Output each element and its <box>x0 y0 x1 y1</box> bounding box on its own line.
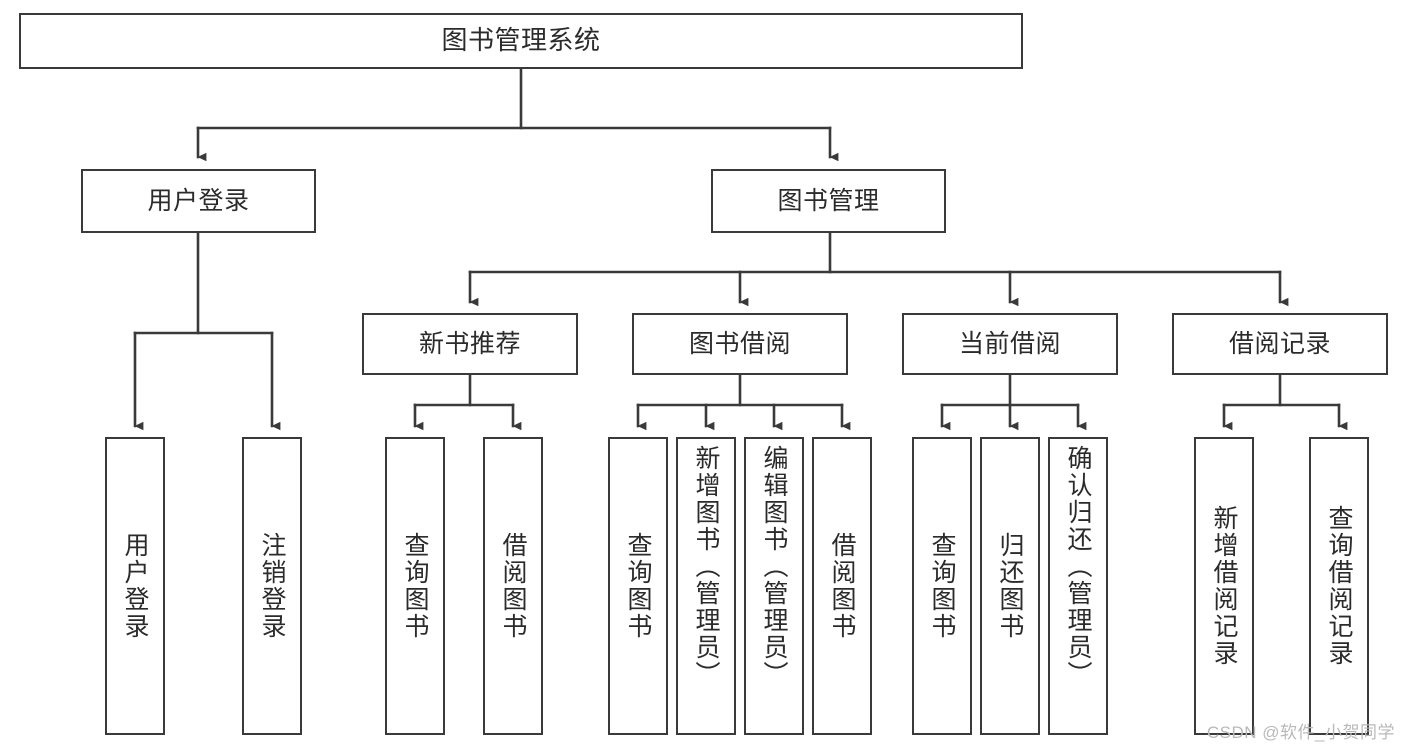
node-leaf-borrow-query-book[interactable]: 查询图书 <box>608 437 668 735</box>
node-label: 图书管理 <box>777 186 880 215</box>
node-leaf-borrow-borrow-book[interactable]: 借阅图书 <box>812 437 872 735</box>
node-label: 图书管理系统 <box>441 25 601 56</box>
node-new-book-recommend[interactable]: 新书推荐 <box>362 313 578 375</box>
node-leaf-user-login-signin[interactable]: 用户登录 <box>105 437 165 735</box>
node-label: 查询图书 <box>401 532 429 640</box>
node-book-management[interactable]: 图书管理 <box>711 169 946 233</box>
node-user-login[interactable]: 用户登录 <box>81 169 316 233</box>
node-label: 查询图书 <box>928 532 956 640</box>
node-label: 新增图书（管理员） <box>692 445 720 688</box>
node-leaf-borrow-add-book-admin[interactable]: 新增图书（管理员） <box>676 437 736 735</box>
node-label: 用户登录 <box>147 186 250 215</box>
node-label: 图书借阅 <box>688 329 791 358</box>
node-leaf-record-add[interactable]: 新增借阅记录 <box>1194 437 1254 735</box>
node-label: 借阅图书 <box>499 532 527 640</box>
node-book-borrow[interactable]: 图书借阅 <box>632 313 848 375</box>
node-label: 编辑图书（管理员） <box>760 445 788 688</box>
node-label: 借阅图书 <box>828 532 856 640</box>
node-label: 归还图书 <box>996 532 1024 640</box>
node-leaf-current-return-book[interactable]: 归还图书 <box>980 437 1040 735</box>
node-root-book-management-system[interactable]: 图书管理系统 <box>19 13 1023 69</box>
node-label: 注销登录 <box>258 532 286 640</box>
node-label: 查询图书 <box>624 532 652 640</box>
node-leaf-user-login-signout[interactable]: 注销登录 <box>242 437 302 735</box>
node-label: 当前借阅 <box>958 329 1061 358</box>
node-label: 借阅记录 <box>1228 329 1331 358</box>
node-leaf-borrow-edit-book-admin[interactable]: 编辑图书（管理员） <box>744 437 804 735</box>
node-label: 新增借阅记录 <box>1210 505 1238 667</box>
node-label: 新书推荐 <box>418 329 521 358</box>
node-leaf-current-confirm-return-admin[interactable]: 确认归还（管理员） <box>1048 437 1108 735</box>
node-current-borrow[interactable]: 当前借阅 <box>902 313 1118 375</box>
node-leaf-new-book-borrow[interactable]: 借阅图书 <box>483 437 543 735</box>
node-label: 用户登录 <box>121 532 149 640</box>
node-borrow-record[interactable]: 借阅记录 <box>1172 313 1388 375</box>
node-leaf-new-book-query[interactable]: 查询图书 <box>385 437 445 735</box>
node-label: 查询借阅记录 <box>1325 505 1353 667</box>
node-leaf-current-query-book[interactable]: 查询图书 <box>912 437 972 735</box>
node-label: 确认归还（管理员） <box>1064 445 1092 688</box>
node-leaf-record-query[interactable]: 查询借阅记录 <box>1309 437 1369 735</box>
